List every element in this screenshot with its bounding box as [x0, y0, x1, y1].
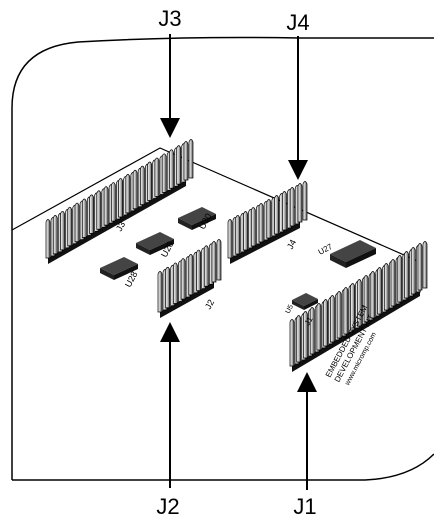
arrow-j1 [297, 372, 317, 490]
header-j1-pin [309, 307, 315, 355]
header-j2 [157, 239, 222, 318]
header-j3-pin [81, 198, 87, 238]
header-j1 [289, 241, 428, 372]
header-j1-pin [377, 267, 382, 315]
header-j3-pin [52, 215, 58, 255]
header-j1-pin [289, 319, 295, 367]
header-j3-pin [103, 186, 109, 226]
header-j4-pin [274, 195, 280, 235]
header-j2-pin [157, 271, 163, 313]
header-j3-pin [176, 145, 182, 185]
header-j1-pin [330, 295, 335, 343]
header-j4-pin [227, 219, 233, 259]
header-j4-base [230, 222, 300, 264]
header-j1-pin [370, 271, 376, 319]
silk-label-j2: J2 [203, 298, 216, 311]
header-j3-pin [67, 206, 73, 247]
callout-j4: J4 [286, 10, 309, 35]
header-j3-pin [74, 202, 80, 242]
header-j3 [45, 139, 194, 264]
header-j2-pin [188, 254, 194, 296]
header-j2-base [160, 282, 214, 318]
header-j1-pin [343, 287, 349, 335]
header-j1-pin [404, 251, 409, 299]
chip-u26 [136, 232, 174, 255]
header-j3-pin [147, 161, 153, 201]
header-j1-pin [296, 315, 302, 363]
header-j4-pin [258, 203, 264, 243]
header-j2-pin [173, 262, 178, 304]
chip-u30 [178, 207, 216, 230]
header-j3-pin [183, 141, 189, 181]
arrow-j3 [160, 34, 180, 138]
header-j2-pin [180, 258, 186, 300]
header-j1-pin [390, 259, 396, 307]
header-j1-pin [323, 299, 329, 347]
header-j1-pin [422, 241, 428, 289]
board-outline [11, 36, 434, 481]
header-j2-pin [216, 239, 222, 281]
header-j3-pin [118, 178, 123, 218]
board-surface-edge [11, 147, 421, 263]
header-j2-pin [165, 266, 171, 309]
header-j3-pin [89, 194, 94, 234]
header-j4-pin [250, 207, 256, 247]
header-j4-pin [297, 183, 303, 223]
header-j1-pin [410, 247, 416, 295]
header-j3-pin [125, 174, 131, 214]
header-j4-pin [302, 181, 308, 221]
chip-label-u5: U5 [285, 304, 295, 315]
header-j3-pin [45, 219, 51, 259]
header-j3-pin [60, 210, 65, 251]
header-j2-pin [196, 249, 201, 291]
header-j3-pin [140, 165, 145, 205]
header-j3-base [48, 180, 186, 264]
header-j4-pin [235, 215, 241, 255]
silk-label-j3: J3 [114, 220, 127, 233]
header-j4-pin [289, 187, 295, 227]
callout-j1: J1 [293, 494, 316, 519]
header-j3-pin [111, 182, 116, 222]
header-j3-pin [188, 139, 194, 179]
header-j1-pin [350, 283, 355, 331]
header-j4-pin [243, 211, 248, 251]
header-j2-pin [211, 241, 217, 283]
header-j1-base [292, 290, 420, 372]
header-j1-pin [357, 279, 362, 327]
silk-label-j4: J4 [285, 238, 298, 251]
header-j3-pin [132, 169, 138, 210]
header-j3-pin [161, 153, 167, 193]
header-j1-pin [383, 263, 389, 311]
header-j1-pin [397, 255, 403, 303]
callout-j3: J3 [158, 6, 181, 31]
header-j4 [227, 181, 308, 264]
header-j3-pin [154, 157, 160, 197]
header-j3-pin [96, 190, 102, 230]
header-j1-pin [363, 275, 369, 323]
header-j1-pin [316, 303, 322, 351]
header-j4-pin [266, 199, 272, 239]
header-j1-pin [417, 243, 423, 291]
arrow-j2 [160, 322, 180, 488]
header-j1-pin [303, 311, 308, 359]
header-j3-pin [169, 149, 174, 189]
chip-u28 [100, 257, 138, 280]
header-j1-pin [336, 291, 342, 339]
callout-j2: J2 [156, 494, 179, 519]
chip-u27 [330, 240, 376, 268]
header-j2-pin [203, 245, 209, 287]
header-j4-pin [282, 191, 287, 231]
chip-u5 [292, 293, 318, 310]
arrow-j4 [288, 36, 308, 180]
